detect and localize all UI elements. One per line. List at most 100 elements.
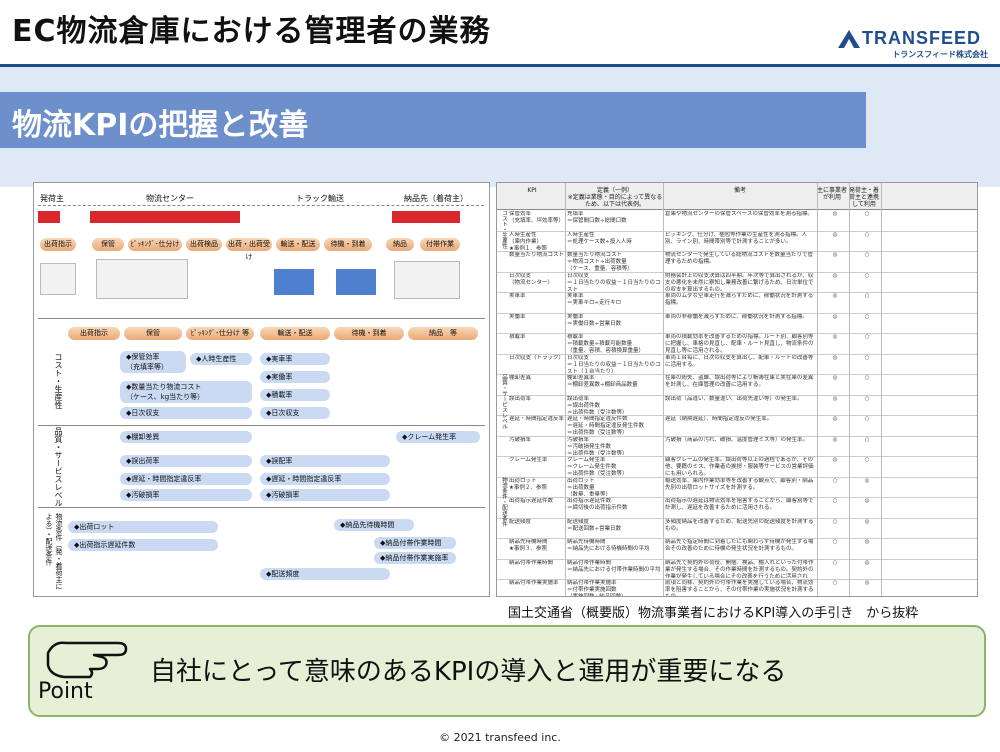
table-row: 実働率実働率 ＝実働日数÷営業日数車両の非稼働を減らすために、稼働状況を計測する… — [497, 313, 977, 334]
table-cell-kpi: 汚破損率 — [509, 436, 532, 443]
table-column-line — [663, 183, 664, 596]
table-cell-note: 多頻度納品を改善するため、配送先別の配送頻度を計測するもの。 — [665, 518, 814, 532]
table-cell-b: ○ — [864, 272, 870, 279]
footer-copyright: © 2021 transfeed inc. — [439, 731, 561, 744]
table-cell-b: ◎ — [864, 477, 870, 484]
kpi-bar: ◆遅延・時間指定違反率 — [120, 473, 252, 485]
table-row: 遅延・時間指定違反率遅延・時間指定違反件数 ＝遅延・時間指定違反発生件数 ＝出荷… — [497, 415, 977, 437]
table-row: 納品付帯作業実施率納品付帯作業実施率 ＝付帯作業実施回数 （実施回数÷納品回数）… — [497, 579, 977, 596]
table-row: 棚卸差異棚卸差異率 ＝棚卸差異数÷棚卸商品数量在庫の紛失、盗難、誤出荷等により帳… — [497, 374, 977, 396]
table-row: 納品先待機時間 ★事例３、参照 納品先待機時間 ＝納品先における待機時間の平均 納品… — [497, 538, 977, 560]
kpi-bar: ◆納品付帯作業実施率 — [374, 552, 456, 564]
table-header-cell: 定義（一例） ※定義は業態・目的によって異なるため、以下は代表例。 — [567, 187, 663, 208]
kpi-bar: ◆誤出荷率 — [120, 455, 252, 467]
table-cell-kpi: 遅延・時間指定違反率 — [509, 416, 565, 422]
table-cell-a: ◎ — [832, 375, 838, 381]
table-cell-def: 人時生産性 ＝処理ケース数÷投入人時 — [567, 231, 632, 245]
table-cell-note: 納品先で指定時間に到着したにも関わらず待機が発生する場合その改善のために待機の発… — [665, 539, 814, 552]
table-row: 実車率実車率 ＝実車キロ÷走行キロ車両のムダな空車走行を減らすために、稼働状況を… — [497, 292, 977, 314]
flow-top-label: 発荷主 — [40, 194, 64, 203]
table-cell-b: ◎ — [864, 518, 870, 525]
logo: TRANSFEED トランスフィード株式会社 — [838, 28, 988, 62]
page-title: EC物流倉庫における管理者の業務 — [12, 14, 491, 49]
flow-header: 輸送・配送 — [260, 327, 330, 340]
flow-divider — [38, 425, 485, 426]
table-cell-kpi: 積載率 — [509, 334, 526, 340]
kpi-bar: ◆遅延・時間指定違反率 — [260, 473, 390, 485]
warehouse-interior-illustration — [96, 259, 188, 299]
kpi-bar: ◆クレーム発生率 — [396, 431, 480, 443]
table-cell-def: 日次収支 ＝１日当たりの収益－１日当たりのコスト — [567, 272, 661, 292]
table-cell-b: ○ — [864, 313, 870, 320]
table-section-label: 物流条件・配送条件 — [501, 476, 507, 527]
table-cell-kpi: 実車率 — [509, 293, 526, 299]
customer-roof — [392, 211, 460, 223]
flow-section-label: コスト・生産性 — [54, 353, 63, 409]
table-cell-note: 誤出荷（品違い、数量違い、出荷先違い等）の発生率。 — [665, 395, 803, 402]
shipper-roof — [38, 211, 60, 223]
table-cell-b: ◎ — [864, 539, 870, 545]
flow-divider — [38, 205, 484, 207]
warehouse-roof — [90, 211, 240, 223]
table-cell-note: 財務会計上の収支決算は四半期、年次等で算出されるが、収支の悪化を未然に察知し業務… — [665, 272, 814, 292]
table-cell-kpi: 納品先待機時間 ★事例３、参照 — [509, 539, 548, 552]
flow-step: 待機・到着 — [324, 238, 372, 251]
kpi-bar: ◆人時生産性 — [190, 353, 252, 365]
table-cell-a: ◎ — [832, 334, 838, 340]
kpi-bar: ◆実働率 — [260, 371, 330, 383]
table-cell-kpi: 配送頻度 — [509, 518, 532, 525]
table-cell-b: ◎ — [864, 580, 870, 586]
table-cell-note: 車両１台毎に、日次の収支を算出し、配車・ルートの改善等に活用する。 — [665, 354, 814, 368]
truck-illustration — [274, 269, 314, 295]
table-cell-note: ピッキング、仕分け、梱包等作業の生産性を測る指標。人別、ライン別、時間帯別等で計… — [665, 231, 808, 245]
logo-mark-icon — [838, 30, 860, 48]
kpi-flow-diagram: 発荷主 物流センター トラック輸送 納品先（着荷主） 出荷指示 保管 ﾋﾟｯｷﾝ… — [33, 182, 490, 597]
table-cell-note: 倉庫や物流センターの保管スペースの保管効率を測る指標。 — [665, 211, 813, 217]
section-title-bar: 物流KPIの把握と改善 — [0, 92, 866, 148]
pointing-hand-icon — [46, 641, 128, 679]
table-column-line — [565, 183, 566, 596]
kpi-bar: ◆納品先待機時間 — [334, 519, 414, 531]
flow-top-label: 納品先（着荷主） — [404, 194, 468, 203]
truck-illustration — [336, 269, 376, 295]
header-divider — [0, 64, 1000, 67]
kpi-bar: ◆配送頻度 — [260, 568, 390, 580]
table-cell-a: ○ — [832, 498, 838, 504]
table-row: 日次収支 （物流センター） 日次収支 ＝１日当たりの収益－１日当たりのコスト財務会… — [497, 272, 977, 293]
table-cell-def: 配送頻度 ＝配送回数÷営業日数 — [567, 518, 622, 532]
header: EC物流倉庫における管理者の業務 TRANSFEED トランスフィード株式会社 — [0, 0, 1000, 66]
table-cell-def: 充填率 ＝保管間口数÷総間口数 — [567, 211, 627, 224]
table-cell-def: クレーム発生率 ＝クレーム発生件数 ＝出荷件数（受注数等） — [567, 457, 628, 476]
flow-step: 出荷・出荷受け — [226, 238, 272, 261]
table-cell-note: 納品先で契約外の荷役、開梱、検品、棚入れといった付帯作業が発生する場合、その作業… — [665, 559, 814, 579]
flow-header: ﾋﾟｯｷﾝｸﾞ･仕分け 等 — [186, 327, 254, 340]
table-cell-note: 出荷指示の遅延は物流効率を阻害することから、顧客別等で計測し、遅延を改善するため… — [665, 498, 814, 511]
point-label: Point — [38, 679, 93, 704]
flow-header: 待機・到着 — [334, 327, 404, 340]
table-cell-b: ○ — [864, 457, 870, 463]
table-cell-note: 車両のムダな空車走行を減らすために、稼働状況を計測する指標。 — [665, 293, 814, 306]
table-cell-b: ○ — [864, 416, 870, 422]
table-cell-kpi: 棚卸差異 — [509, 375, 532, 381]
flow-section-label: 物流条件（発・着荷主による）・配送条件 — [45, 513, 63, 590]
kpi-bar: ◆納品付帯作業時間 — [374, 537, 456, 549]
table-cell-b: ○ — [864, 231, 870, 238]
table-cell-a: ◎ — [832, 457, 838, 463]
table-cell-note: 物流センターで発生している総物流コストを数量当たりで管理するための指標。 — [665, 252, 814, 265]
table-cell-kpi: 実働率 — [509, 313, 526, 320]
table-cell-kpi: 納品付帯作業時間 — [509, 559, 554, 566]
flow-divider — [38, 507, 485, 508]
kpi-bar: ◆日次収支 — [120, 407, 252, 419]
flow-step: 出荷検品 — [186, 238, 222, 251]
flow-step: ﾋﾟｯｷﾝｸﾞ･仕分け — [128, 238, 182, 251]
flow-top-label: トラック輸送 — [296, 194, 344, 203]
table-row: 出荷ロット ★事例２、参照出荷ロット ＝出荷数量 （数量、重量等）輸送効率、庫内… — [497, 477, 977, 498]
flow-step: 納品 — [386, 238, 414, 251]
table-cell-kpi: 日次収支 （物流センター） — [509, 272, 554, 286]
table-header: KPI 定義（一例） ※定義は業態・目的によって異なるため、以下は代表例。 備考… — [497, 183, 977, 210]
kpi-bar: ◆汚破損率 — [120, 489, 252, 501]
table-section-label: 品質・サービスレベル — [501, 374, 507, 429]
table-cell-b: ○ — [864, 395, 870, 402]
table-cell-def: 納品先待機時間 ＝納品先における待機時間の平均 — [567, 539, 650, 552]
table-cell-a: ◎ — [832, 211, 838, 217]
